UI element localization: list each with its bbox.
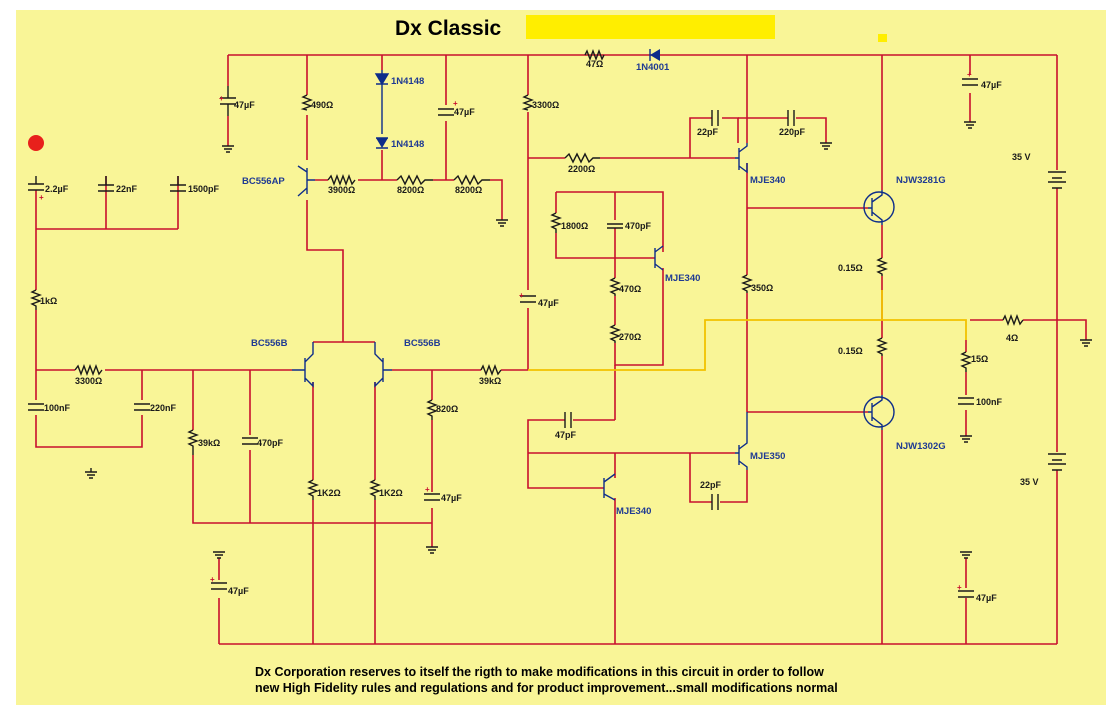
q-bc556ap-label: BC556AP (242, 176, 285, 187)
footer-line-2: new High Fidelity rules and regulations … (255, 681, 838, 695)
svg-text:+: + (967, 70, 972, 79)
input-dot-icon[interactable] (28, 135, 44, 151)
footer-line-1: Dx Corporation reserves to itself the ri… (255, 665, 824, 679)
r-1k2-b-label: 1K2Ω (379, 488, 403, 498)
svg-text:+: + (425, 485, 430, 494)
c-47-diode-label: 47µF (454, 107, 475, 117)
c-22p-b-label: 22pF (700, 480, 722, 490)
r-47-label: 47Ω (586, 59, 603, 69)
c-100n-zobel-label: 100nF (976, 397, 1003, 407)
r-39k-shunt-label: 39kΩ (198, 438, 220, 448)
d1-label: 1N4148 (391, 76, 424, 87)
r-490-label: 490Ω (311, 100, 333, 110)
ground-icon (85, 121, 1092, 559)
q-bc556b-right-label: BC556B (404, 338, 441, 349)
c-47p-miller-label: 47pF (555, 430, 577, 440)
diode-icon (374, 49, 660, 149)
c-220p-label: 220pF (779, 127, 806, 137)
svg-text:+: + (39, 193, 44, 202)
r-015-bot-label: 0.15Ω (838, 346, 863, 356)
r-8200b-label: 8200Ω (455, 185, 482, 195)
schematic-background (16, 10, 1106, 705)
c-100n-in-label: 100nF (44, 403, 71, 413)
svg-text:+: + (219, 94, 224, 103)
c-47-botright-label: 47µF (976, 593, 997, 603)
r-3900-label: 3900Ω (328, 185, 355, 195)
wiring (35, 54, 1087, 645)
c-470p-vbe-label: 470pF (625, 221, 652, 231)
r-270-label: 270Ω (619, 332, 641, 342)
c-470p-in-label: 470pF (257, 438, 284, 448)
r-350-label: 350Ω (751, 283, 773, 293)
r-1k2-a-label: 1K2Ω (317, 488, 341, 498)
r-3300-in-label: 3300Ω (75, 376, 102, 386)
c-22n-label: 22nF (116, 184, 138, 194)
highlight-marker (878, 34, 887, 42)
r-820-label: 820Ω (436, 404, 458, 414)
q-mje340-vbe-label: MJE340 (665, 273, 700, 284)
q-mje350-label: MJE350 (750, 451, 785, 462)
title-highlight (526, 15, 775, 39)
r-39k-fb-label: 39kΩ (479, 376, 501, 386)
transistor-symbols (292, 143, 895, 501)
c-22p-a-label: 22pF (697, 127, 719, 137)
d3-label: 1N4001 (636, 62, 670, 73)
r-015-top-label: 0.15Ω (838, 263, 863, 273)
polarity-marks: + + + + + + + + (39, 70, 972, 592)
resistor-symbols (30, 49, 1024, 500)
page-title: Dx Classic (395, 17, 502, 40)
r-8200a-label: 8200Ω (397, 185, 424, 195)
c-47-mid-label: 47µF (538, 298, 559, 308)
q-bc556b-left-label: BC556B (251, 338, 288, 349)
q-njw1302g-label: NJW1302G (896, 441, 946, 452)
r-1k-label: 1kΩ (40, 296, 57, 306)
c-1500p-label: 1500pF (188, 184, 220, 194)
c-220n-label: 220nF (150, 403, 177, 413)
svg-text:+: + (210, 575, 215, 584)
c-47-topright-label: 47µF (981, 80, 1002, 90)
q-mje340-vas-label: MJE340 (616, 506, 651, 517)
supply-positive-label: 35 V (1012, 152, 1031, 162)
c-2u2-label: 2.2µF (45, 184, 69, 194)
svg-text:+: + (453, 99, 458, 108)
capacitor-symbols (28, 78, 978, 598)
svg-text:+: + (519, 291, 524, 300)
r-2200-label: 2200Ω (568, 164, 595, 174)
feedback-wiring (528, 290, 967, 371)
r-470-label: 470Ω (619, 284, 641, 294)
c-47-fb-label: 47µF (441, 493, 462, 503)
r-3300-top-label: 3300Ω (532, 100, 559, 110)
r-15-label: 15Ω (971, 354, 988, 364)
svg-text:+: + (957, 583, 962, 592)
c-47-botleft-label: 47µF (228, 586, 249, 596)
r-1800-label: 1800Ω (561, 221, 588, 231)
c-47-topleft-label: 47µF (234, 100, 255, 110)
q-mje340-top-label: MJE340 (750, 175, 785, 186)
d2-label: 1N4148 (391, 139, 424, 150)
supply-negative-label: 35 V (1020, 477, 1039, 487)
r-4-label: 4Ω (1006, 333, 1018, 343)
battery-icon (1048, 171, 1066, 471)
q-njw3281g-label: NJW3281G (896, 175, 946, 186)
